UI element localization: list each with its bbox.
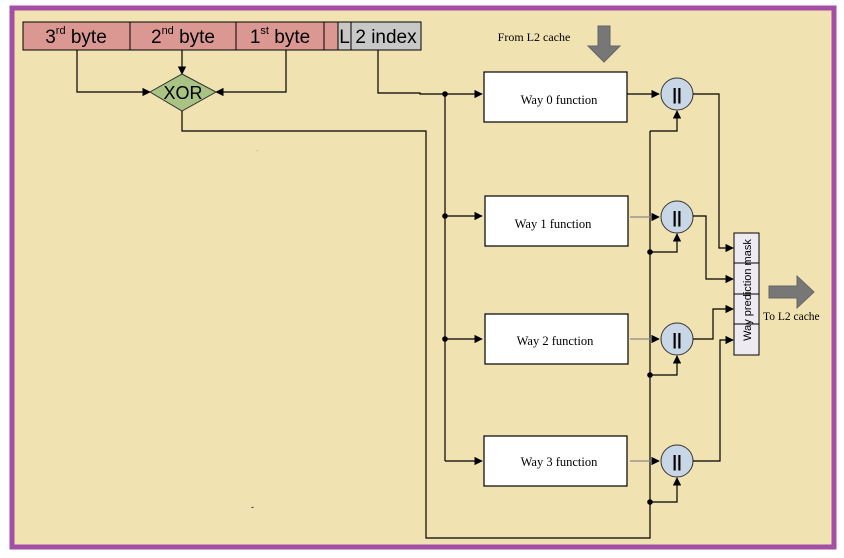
way-2-function-box [484, 313, 629, 365]
line-3rd-byte-to-xor [76, 50, 151, 97]
concat-units: || || || || [660, 77, 694, 478]
line-xor-output [181, 111, 651, 539]
field-1st-byte [235, 21, 325, 51]
concat-symbol: || [672, 330, 682, 349]
junction-dot [647, 499, 653, 505]
mask-label: Way prediction mask [742, 239, 754, 341]
line-concat0-to-mask [693, 93, 734, 253]
concat-symbol: || [672, 452, 682, 471]
concat-symbol: || [672, 208, 682, 227]
from-l2-arrow-icon [586, 25, 622, 63]
way-0-function-box [483, 71, 628, 123]
way-0-label: Way 0 function [521, 93, 599, 107]
concat-circle [660, 200, 694, 234]
junction-dot [442, 91, 448, 97]
way-3-label: Way 3 function [521, 455, 599, 469]
way-prediction-mask: Way prediction mask [733, 232, 760, 356]
to-l2-arrow-icon [768, 274, 815, 310]
label-3rd-byte: 3rd byte [45, 25, 107, 48]
field-l2-index [350, 21, 422, 51]
field-3rd-byte [22, 21, 131, 51]
concat-unit-3: || [660, 444, 694, 478]
field-2nd-byte [129, 21, 237, 51]
stray-mark: - [251, 502, 254, 512]
label-l2-index: 2 index [355, 27, 417, 48]
line-l2-index [377, 50, 445, 95]
junction-dot [442, 213, 448, 219]
junction-dot [647, 249, 653, 255]
field-spacer [323, 21, 339, 51]
junction-dot [442, 336, 448, 342]
from-l2-label: From L2 cache [498, 30, 571, 44]
line-xor-to-concat1 [650, 233, 682, 253]
xor-branches [650, 110, 682, 503]
xor-label: XOR [163, 83, 202, 103]
index-bus [377, 50, 483, 466]
stray-mark: - [256, 148, 259, 155]
label-2nd-byte: 2nd byte [151, 25, 215, 48]
way-3: Way 3 function [483, 435, 628, 487]
way-2: Way 2 function [484, 313, 629, 365]
concat-to-mask-lines [693, 93, 734, 462]
line-xor-to-concat0 [650, 110, 682, 132]
way-1-function-box [484, 195, 629, 247]
concat-unit-0: || [660, 77, 694, 111]
way-2-label: Way 2 function [517, 334, 595, 348]
junction-dot [647, 372, 653, 378]
line-concat2-to-mask [693, 304, 734, 340]
way-3-function-box [483, 435, 628, 487]
to-l2-label: To L2 cache [763, 311, 820, 323]
diagram-frame [9, 5, 837, 550]
line-xor-to-concat2 [650, 355, 682, 376]
concat-symbol: || [672, 85, 682, 104]
way-0: Way 0 function [483, 71, 628, 123]
line-concat3-to-mask [693, 335, 734, 462]
label-1st-byte: 1st byte [250, 25, 310, 48]
label-l-bit: L [339, 27, 350, 48]
line-xor-to-concat3 [650, 477, 682, 503]
address-register: 3rd byte 2nd byte 1st byte L 2 index [22, 21, 422, 51]
concat-unit-2: || [660, 322, 694, 356]
line-1st-byte-to-xor [215, 50, 287, 97]
line-concat1-to-mask [693, 215, 734, 284]
way-1: Way 1 function [484, 195, 629, 247]
xor-input-lines [76, 50, 287, 97]
way-output-lines [627, 89, 660, 466]
concat-unit-1: || [660, 200, 694, 234]
way-1-label: Way 1 function [515, 217, 593, 231]
xor-output-bus [181, 111, 651, 539]
